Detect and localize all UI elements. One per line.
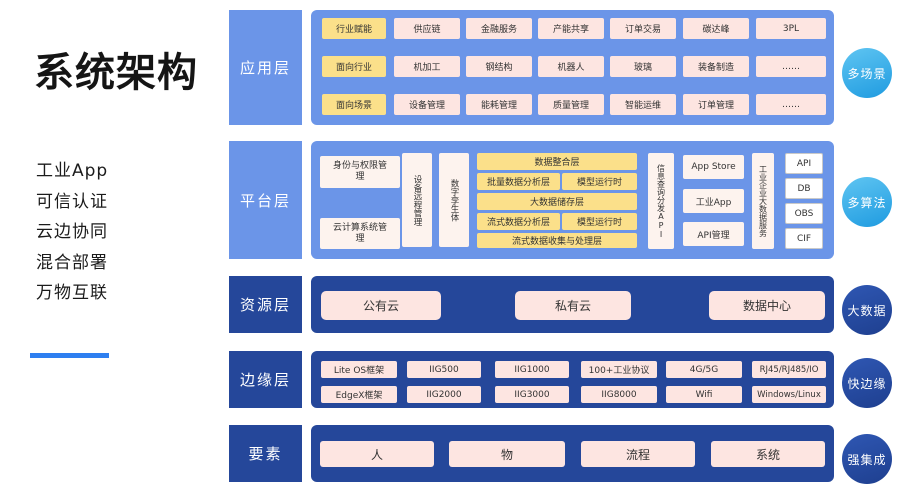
edge-cell: 4G/5G bbox=[666, 361, 742, 378]
cloud-system-mgmt: 云计算系统管理 bbox=[320, 218, 400, 249]
app-cell: …… bbox=[756, 56, 826, 77]
app-cell: 质量管理 bbox=[538, 94, 604, 115]
resource-data-center: 数据中心 bbox=[709, 291, 825, 320]
app-cell: 行业赋能 bbox=[322, 18, 386, 39]
edge-cell: 100+工业协议 bbox=[581, 361, 657, 378]
layer-label-resource: 资源层 bbox=[229, 276, 302, 333]
feature-item: 工业App bbox=[36, 161, 109, 181]
layer-panel-app: 行业赋能 供应链 金融服务 产能共享 订单交易 碳达峰 3PL 面向行业 机加工… bbox=[311, 10, 834, 125]
industrial-app: 工业App bbox=[683, 189, 744, 213]
right-item-obs: OBS bbox=[785, 203, 823, 224]
app-cell: 碳达峰 bbox=[683, 18, 749, 39]
app-cell: 设备管理 bbox=[394, 94, 460, 115]
model-runtime-2: 模型运行时 bbox=[562, 213, 637, 230]
layer-label-platform: 平台层 bbox=[229, 141, 302, 259]
app-cell: 供应链 bbox=[394, 18, 460, 39]
industrial-bigdata-service: 工业企业大数据服务 bbox=[752, 153, 774, 249]
layer-label-app: 应用层 bbox=[229, 10, 302, 125]
feature-item: 万物互联 bbox=[36, 283, 108, 303]
page-title: 系统架构 bbox=[34, 50, 198, 96]
right-item-cif: CIF bbox=[785, 228, 823, 249]
app-cell: 面向场景 bbox=[322, 94, 386, 115]
edge-cell: Lite OS框架 bbox=[321, 361, 397, 378]
element-person: 人 bbox=[320, 441, 434, 467]
app-cell: 玻璃 bbox=[610, 56, 676, 77]
layer-label-edge: 边缘层 bbox=[229, 351, 302, 408]
edge-cell: Wifi bbox=[666, 386, 742, 403]
accent-divider bbox=[30, 353, 109, 358]
feature-item: 云边协同 bbox=[36, 222, 108, 242]
layer-panel-resource: 公有云 私有云 数据中心 bbox=[311, 276, 834, 333]
edge-cell: IIG1000 bbox=[495, 361, 569, 378]
app-cell: 3PL bbox=[756, 18, 826, 39]
edge-cell: IIG3000 bbox=[495, 386, 569, 403]
api-mgmt: API管理 bbox=[683, 222, 744, 246]
edge-cell: IIG500 bbox=[407, 361, 481, 378]
app-store: App Store bbox=[683, 155, 744, 179]
stream-analysis-layer: 流式数据分析层 bbox=[477, 213, 560, 230]
layer-panel-platform: 身份与权限管理 云计算系统管理 设备远程管理 数字孪生体 数据整合层 批量数据分… bbox=[311, 141, 834, 259]
app-cell: 机加工 bbox=[394, 56, 460, 77]
identity-access-mgmt: 身份与权限管理 bbox=[320, 156, 400, 188]
right-item-db: DB bbox=[785, 178, 823, 199]
bubble-multi-algorithm: 多算法 bbox=[842, 177, 892, 227]
app-cell: 金融服务 bbox=[466, 18, 532, 39]
app-cell: 能耗管理 bbox=[466, 94, 532, 115]
digital-twin: 数字孪生体 bbox=[439, 153, 469, 247]
device-remote-mgmt: 设备远程管理 bbox=[402, 153, 432, 247]
resource-private-cloud: 私有云 bbox=[515, 291, 631, 320]
layer-panel-element: 人 物 流程 系统 bbox=[311, 425, 834, 482]
bigdata-storage-layer: 大数据储存层 bbox=[477, 193, 637, 210]
app-cell: 产能共享 bbox=[538, 18, 604, 39]
bubble-big-data: 大数据 bbox=[842, 285, 892, 335]
feature-item: 混合部署 bbox=[36, 252, 108, 273]
app-cell: 智能运维 bbox=[610, 94, 676, 115]
app-cell: 机器人 bbox=[538, 56, 604, 77]
app-cell: 订单管理 bbox=[683, 94, 749, 115]
resource-public-cloud: 公有云 bbox=[321, 291, 441, 320]
right-item-api: API bbox=[785, 153, 823, 174]
app-cell: 钢结构 bbox=[466, 56, 532, 77]
app-cell: …… bbox=[756, 94, 826, 115]
data-integration-layer: 数据整合层 bbox=[477, 153, 637, 170]
element-process: 流程 bbox=[581, 441, 695, 467]
feature-item: 可信认证 bbox=[36, 191, 108, 212]
bubble-fast-edge: 快边缘 bbox=[842, 358, 892, 408]
info-query-api: 信息查询分发API bbox=[648, 153, 674, 249]
edge-cell: Windows/Linux bbox=[752, 386, 826, 403]
edge-cell: RJ45/RJ485/IO bbox=[752, 361, 826, 378]
layer-panel-edge: Lite OS框架 IIG500 IIG1000 100+工业协议 4G/5G … bbox=[311, 351, 834, 408]
bubble-strong-integration: 强集成 bbox=[842, 434, 892, 484]
edge-cell: EdgeX框架 bbox=[321, 386, 397, 403]
stream-collect-layer: 流式数据收集与处理层 bbox=[477, 233, 637, 248]
layer-label-element: 要素 bbox=[229, 425, 302, 482]
app-cell: 面向行业 bbox=[322, 56, 386, 77]
app-cell: 订单交易 bbox=[610, 18, 676, 39]
batch-analysis-layer: 批量数据分析层 bbox=[477, 173, 560, 190]
bubble-multi-scene: 多场景 bbox=[842, 48, 892, 98]
element-thing: 物 bbox=[449, 441, 565, 467]
model-runtime: 模型运行时 bbox=[562, 173, 637, 190]
element-system: 系统 bbox=[711, 441, 825, 467]
edge-cell: IIG2000 bbox=[407, 386, 481, 403]
app-cell: 装备制造 bbox=[683, 56, 749, 77]
feature-list: 工业App 可信认证 云边协同 混合部署 万物互联 bbox=[36, 156, 108, 309]
edge-cell: IIG8000 bbox=[581, 386, 657, 403]
